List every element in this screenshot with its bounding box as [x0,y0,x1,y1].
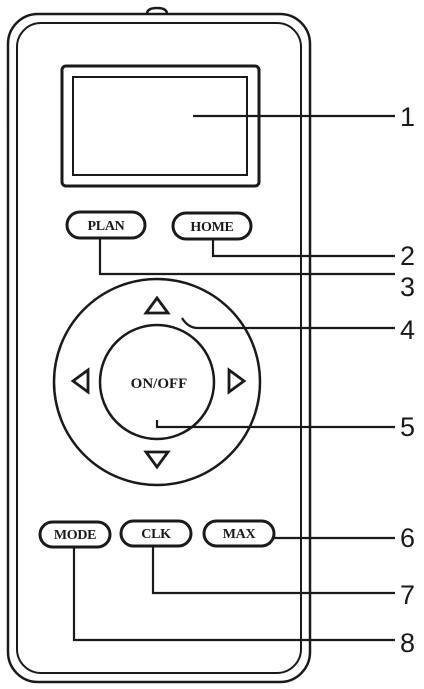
max-button[interactable]: MAX [202,519,276,548]
leader-lines [72,114,395,642]
home-button-label: HOME [190,220,233,235]
triangle-right-icon[interactable] [227,367,247,395]
clk-button[interactable]: CLK [119,519,193,548]
remote-body-inner [16,22,302,674]
mode-button-label: MODE [54,528,96,543]
on-off-button-label: ON/OFF [131,376,188,392]
mode-button[interactable]: MODE [38,520,112,549]
callout-numbers: 1 2 3 4 5 6 7 8 [400,102,415,658]
on-off-button[interactable]: ON/OFF [98,323,216,441]
callout-5: 5 [400,412,415,442]
triangle-down-icon[interactable] [143,450,171,470]
leader-line-7 [151,546,395,595]
display-screen [72,76,248,176]
callout-2: 2 [400,241,415,271]
callout-8: 8 [400,628,415,658]
plan-button[interactable]: PLAN [65,210,147,240]
triangle-left-icon[interactable] [70,367,90,395]
callout-4: 4 [400,315,415,345]
leader-line-4 [181,317,395,330]
leader-line-2 [211,239,395,258]
home-button[interactable]: HOME [171,211,253,241]
leader-line-3 [98,238,395,276]
directional-pad-ring [52,277,262,487]
display-screen-frame [60,64,261,188]
triangle-up-icon[interactable] [143,295,171,315]
callout-1: 1 [400,102,415,132]
leader-line-5 [155,420,395,429]
callout-7: 7 [400,580,415,610]
callout-3: 3 [400,272,415,302]
top-nub [145,6,169,15]
callout-6: 6 [400,523,415,553]
plan-button-label: PLAN [88,219,125,234]
clk-button-label: CLK [141,527,171,542]
leader-line-8 [72,547,395,642]
max-button-label: MAX [223,527,256,542]
